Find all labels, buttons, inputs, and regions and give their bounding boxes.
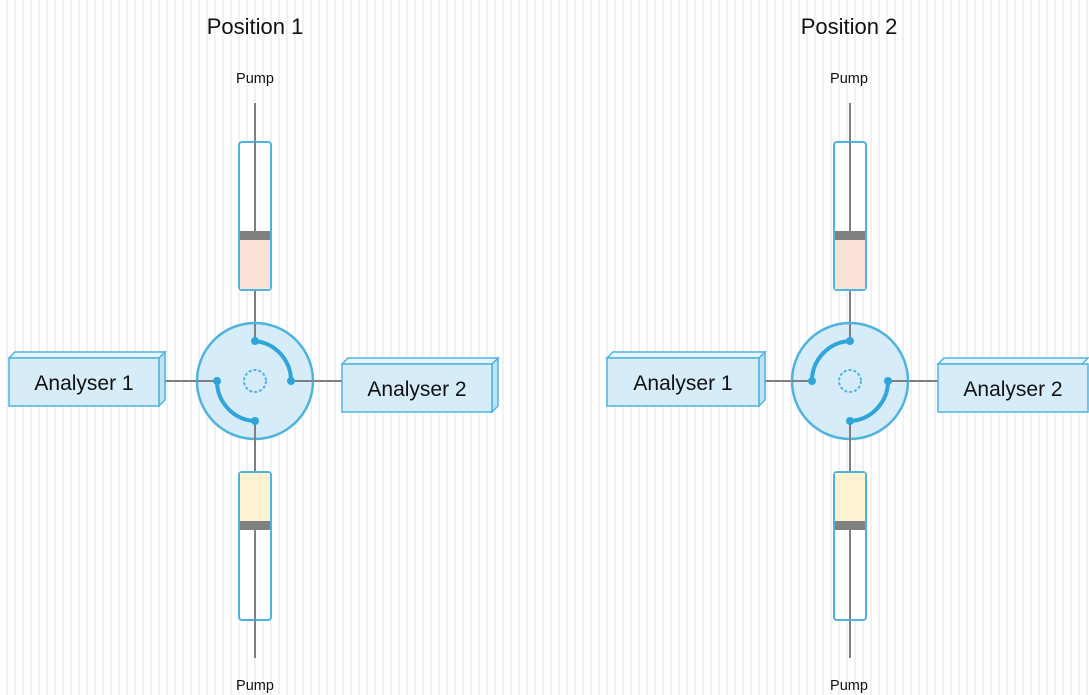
panel-position-1: Position 1 Pump Pump Analyser: [7, 14, 500, 694]
top-syringe: [833, 141, 867, 291]
pump-bottom-label: Pump: [236, 678, 274, 694]
analyser-2-label: Analyser 2: [963, 378, 1062, 401]
valve-channel-lower: [849, 380, 891, 423]
analyser-1-label: Analyser 1: [633, 372, 732, 395]
analyser-2-box: Analyser 2: [936, 357, 1089, 413]
top-syringe: [238, 141, 272, 291]
bottom-syringe: [833, 471, 867, 621]
bottom-piston: [240, 521, 270, 530]
pump-top-label: Pump: [236, 71, 274, 87]
analyser-1-box: Analyser 1: [7, 350, 167, 408]
valve-channel-lower: [214, 380, 256, 423]
bottom-piston: [835, 521, 865, 530]
bottom-syringe: [238, 471, 272, 621]
valve-channel-upper: [809, 339, 851, 382]
analyser-1-label: Analyser 1: [34, 372, 133, 395]
pump-bottom-label: Pump: [830, 678, 868, 694]
panel-title: Position 1: [207, 14, 304, 39]
analyser-2-label: Analyser 2: [367, 378, 466, 401]
analyser-1-box: Analyser 1: [605, 350, 767, 408]
valve-channel-upper: [254, 339, 294, 382]
valve-center-icon: [243, 369, 267, 393]
pump-top-label: Pump: [830, 71, 868, 87]
valve-rotor: [790, 321, 910, 441]
panel-title: Position 2: [801, 14, 898, 39]
top-piston: [240, 231, 270, 240]
panel-position-2: Position 2 Pump Pump Analyser 1: [605, 14, 1089, 694]
analyser-2-box: Analyser 2: [340, 356, 500, 414]
valve-rotor: [195, 321, 315, 441]
valve-center-icon: [838, 369, 862, 393]
top-piston: [835, 231, 865, 240]
